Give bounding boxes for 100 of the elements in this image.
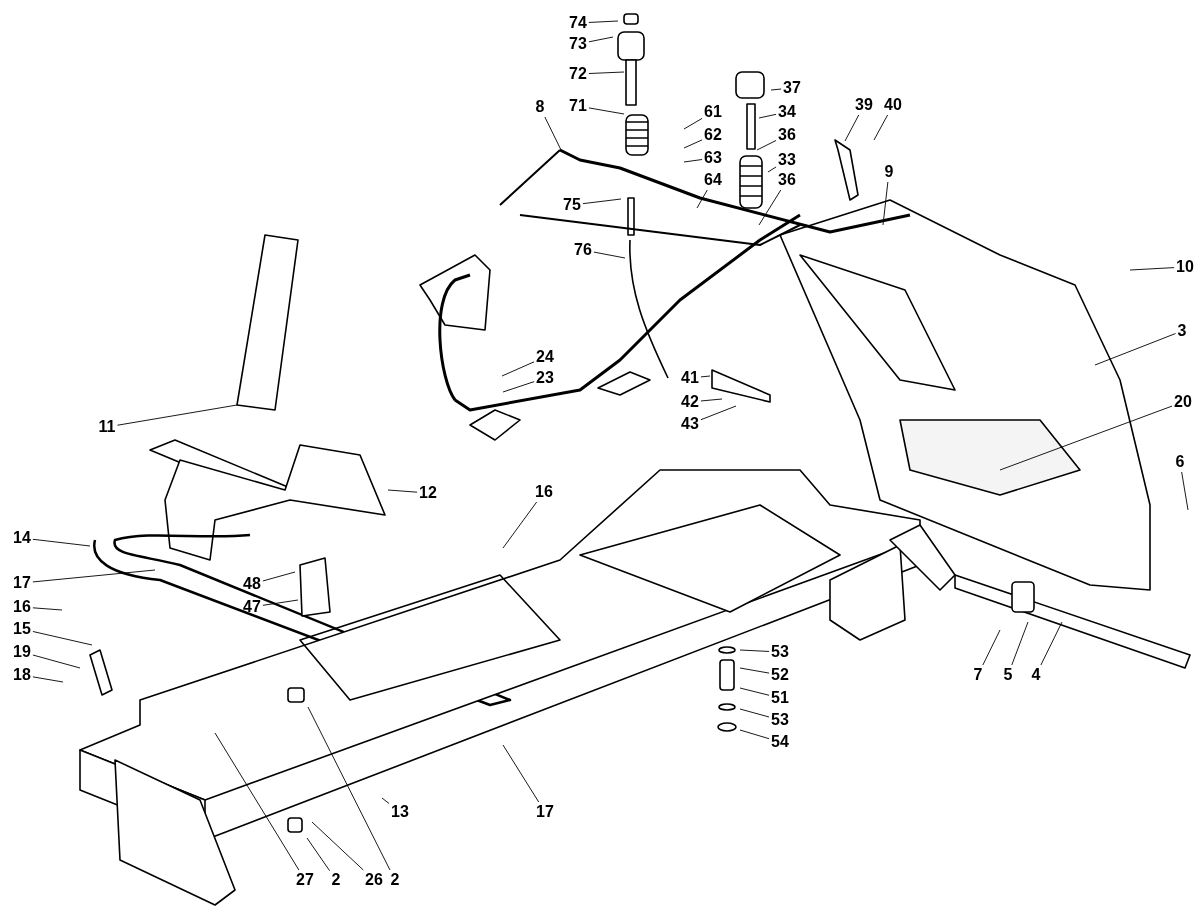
callout-number: 3 (1177, 322, 1187, 340)
callout-number: 72 (569, 65, 587, 83)
callout-number: 53 (771, 711, 789, 729)
leader-line (117, 404, 238, 426)
leader-line (1181, 471, 1189, 511)
leader-line (756, 140, 777, 151)
leader-line (501, 361, 535, 377)
callout-number: 37 (783, 79, 801, 97)
callout-number: 48 (243, 575, 261, 593)
leader-line (593, 251, 626, 259)
leader-line (32, 569, 156, 583)
callout-number: 17 (536, 803, 554, 821)
leader-line (999, 405, 1173, 471)
callout-number: 23 (536, 369, 554, 387)
leader-line (502, 501, 538, 549)
leader-line (844, 114, 860, 142)
callout-number: 13 (391, 803, 409, 821)
callout-number: 73 (569, 35, 587, 53)
callout-number: 34 (778, 103, 796, 121)
leader-line (882, 181, 889, 226)
leader-line (32, 654, 81, 669)
callout-number: 15 (13, 620, 31, 638)
callout-number: 71 (569, 97, 587, 115)
leader-line (582, 198, 622, 205)
callout-number: 61 (704, 103, 722, 121)
callout-number: 36 (778, 126, 796, 144)
leader-line (739, 729, 770, 740)
leader-line (739, 687, 770, 696)
callout-number: 53 (771, 643, 789, 661)
callout-number: 47 (243, 598, 261, 616)
callout-number: 19 (13, 643, 31, 661)
callout-number: 64 (704, 171, 722, 189)
leader-line (700, 405, 737, 421)
leader-line (1129, 267, 1175, 271)
leader-line (683, 139, 703, 149)
callout-number: 6 (1175, 453, 1185, 471)
callout-number: 76 (574, 241, 592, 259)
leader-line (588, 36, 614, 43)
callout-number: 7 (973, 666, 983, 684)
callout-number: 40 (884, 96, 902, 114)
callout-number: 26 (365, 871, 383, 889)
leader-line (700, 375, 711, 378)
callout-number: 75 (563, 196, 581, 214)
callout-number: 16 (13, 598, 31, 616)
leader-line (32, 631, 93, 646)
leader-line (758, 189, 782, 226)
leader-line (544, 116, 563, 153)
callout-number: 18 (13, 666, 31, 684)
callout-number: 2 (390, 871, 400, 889)
leader-line (696, 189, 708, 209)
callout-number: 9 (884, 163, 894, 181)
leader-line (770, 88, 782, 91)
leader-line (502, 744, 540, 803)
callout-number: 52 (771, 666, 789, 684)
callout-number: 12 (419, 484, 437, 502)
callout-number: 2 (331, 871, 341, 889)
callout-number: 16 (535, 483, 553, 501)
callout-number: 4 (1031, 666, 1041, 684)
leader-line (387, 489, 418, 493)
callout-number: 5 (1003, 666, 1013, 684)
leader-line (262, 571, 296, 582)
leader-line (767, 166, 777, 173)
leader-line (739, 708, 770, 718)
leader-line (588, 107, 625, 115)
leader-line (739, 667, 770, 674)
callout-number: 8 (535, 98, 545, 116)
leader-line (502, 381, 535, 393)
leader-line (307, 706, 391, 871)
leader-line (588, 20, 619, 23)
callout-number: 27 (296, 871, 314, 889)
leader-line (588, 71, 625, 74)
callout-number: 43 (681, 415, 699, 433)
callout-number: 63 (704, 149, 722, 167)
callout-number: 33 (778, 151, 796, 169)
leader-line (306, 837, 330, 872)
leader-line (32, 676, 64, 683)
callout-number: 74 (569, 14, 587, 32)
leader-line (32, 607, 63, 611)
callout-number: 24 (536, 348, 554, 366)
leader-line (262, 599, 299, 606)
callout-number: 17 (13, 574, 31, 592)
callout-number: 20 (1174, 393, 1192, 411)
callout-number: 62 (704, 126, 722, 144)
leader-line (1094, 333, 1176, 366)
leader-line (683, 159, 703, 163)
callout-number: 54 (771, 733, 789, 751)
leader-line (1011, 621, 1029, 666)
leader-line (873, 114, 889, 141)
leader-line (982, 629, 1001, 666)
leader-line (683, 117, 703, 130)
leader-line (32, 538, 91, 547)
leader-line (214, 732, 300, 871)
callout-number: 11 (98, 418, 116, 436)
leader-line (739, 649, 770, 652)
leader-line (700, 398, 723, 402)
leader-line (381, 797, 390, 804)
callout-number: 36 (778, 171, 796, 189)
leader-line (1040, 621, 1063, 666)
leader-line (758, 113, 777, 119)
callout-number: 10 (1176, 258, 1194, 276)
